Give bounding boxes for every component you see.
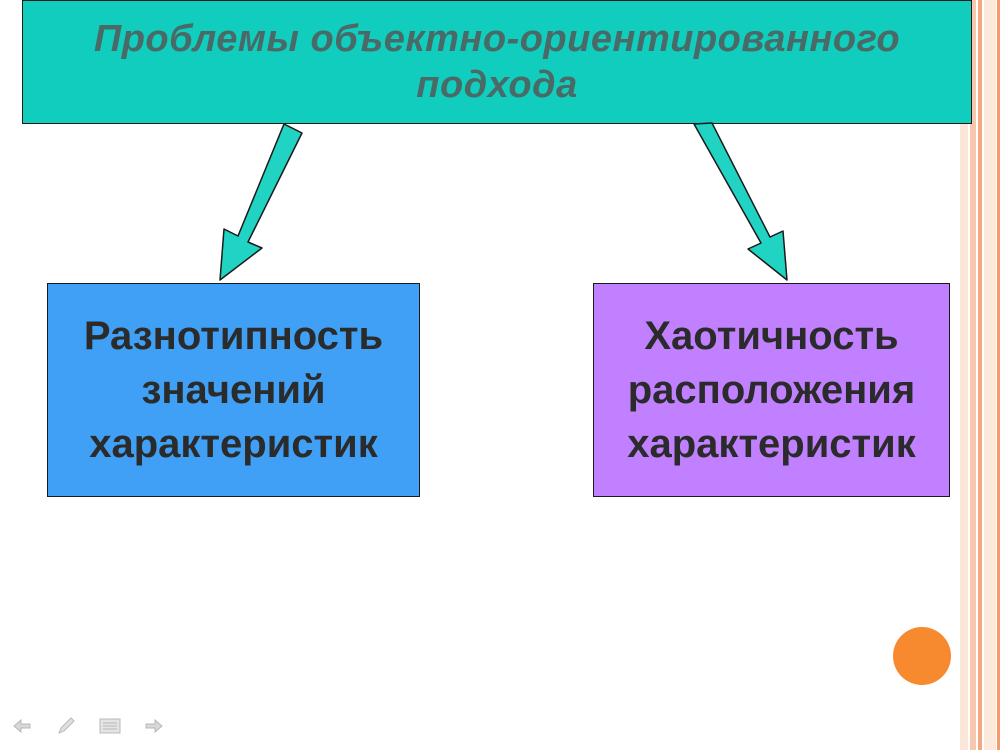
stripe — [997, 0, 1000, 750]
pen-icon[interactable] — [54, 715, 78, 737]
right-box-text: Хаотичность расположения характеристик — [627, 314, 916, 466]
forward-arrow-icon[interactable] — [142, 715, 166, 737]
stripe — [970, 0, 976, 750]
back-arrow-icon[interactable] — [10, 715, 34, 737]
decorative-stripes — [960, 0, 1000, 750]
slide-title: Проблемы объектно-ориентированного подхо… — [93, 18, 901, 106]
left-box: Разнотипность значений характеристик — [47, 283, 420, 497]
stripe — [978, 0, 982, 750]
slide-controls — [10, 714, 166, 738]
left-arrow — [219, 123, 303, 281]
stripe — [960, 0, 968, 750]
decorative-circle — [893, 627, 951, 685]
left-box-text: Разнотипность значений характеристик — [83, 314, 384, 466]
right-arrow — [693, 122, 788, 281]
title-box: Проблемы объектно-ориентированного подхо… — [22, 0, 972, 124]
menu-icon[interactable] — [98, 715, 122, 737]
right-box: Хаотичность расположения характеристик — [593, 283, 950, 497]
stripe — [984, 0, 996, 750]
